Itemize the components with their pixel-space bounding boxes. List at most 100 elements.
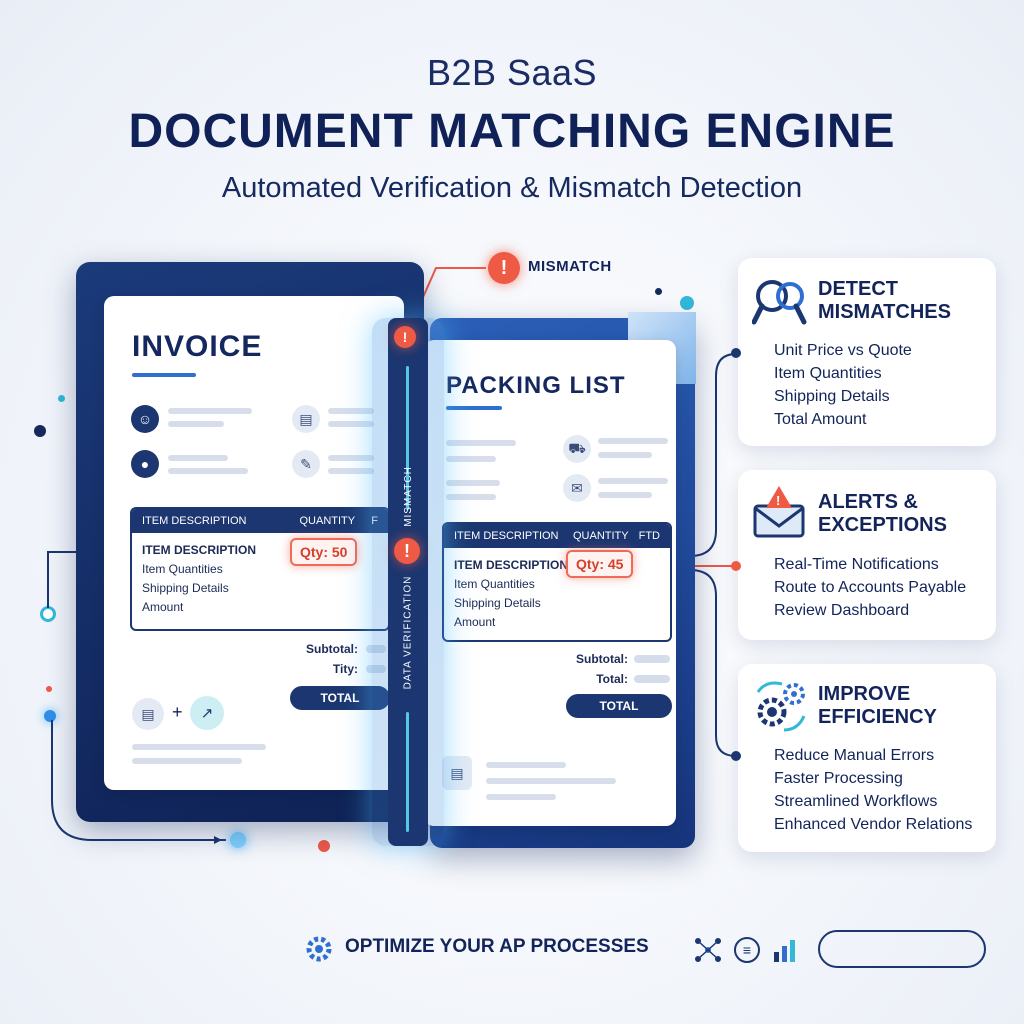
header-tagline: Automated Verification & Mismatch Detect… bbox=[221, 172, 803, 204]
text-line bbox=[598, 492, 652, 498]
bar-chart-icon-svg bbox=[774, 940, 795, 962]
tity-value bbox=[366, 665, 386, 673]
card-title-line: DETECT bbox=[818, 278, 898, 300]
plus-icon: + bbox=[172, 702, 183, 722]
list-item: Real-Time Notifications bbox=[774, 556, 939, 573]
invoice-title: INVOICE bbox=[132, 330, 263, 363]
magnifier-icon-svg bbox=[751, 280, 807, 325]
data-verification-text: DATA VERIFICATION bbox=[402, 575, 414, 689]
text-line bbox=[486, 762, 566, 768]
text-line bbox=[168, 455, 228, 461]
invoice-total: TOTAL bbox=[290, 686, 390, 710]
mismatch-alert-icon: ! bbox=[394, 538, 420, 564]
bar-chart-icon bbox=[772, 936, 800, 964]
table-row: Item Quantities bbox=[454, 577, 535, 591]
text-line bbox=[168, 468, 248, 474]
text-line bbox=[328, 421, 374, 427]
footer-label: OPTIMIZE YOUR AP PROCESSES bbox=[345, 936, 649, 957]
decor-dot bbox=[46, 686, 52, 692]
table-row: Shipping Details bbox=[142, 581, 229, 595]
list-item: Route to Accounts Payable bbox=[774, 579, 967, 596]
list-item: Item Quantities bbox=[774, 365, 882, 382]
col-extra: F bbox=[371, 515, 378, 527]
text-line bbox=[486, 778, 616, 784]
card-title-line: ALERTS & bbox=[818, 491, 918, 513]
decor-dot bbox=[318, 840, 330, 852]
list-item: Reduce Manual Errors bbox=[774, 747, 935, 764]
gears-icon bbox=[752, 678, 810, 734]
card-title-line: MISMATCHES bbox=[818, 301, 951, 323]
col-ftd: FTD bbox=[638, 530, 660, 542]
gear-icon bbox=[304, 934, 334, 964]
invoice-qty-badge: Qty: 50 bbox=[290, 538, 358, 566]
total-value bbox=[634, 675, 670, 683]
list-item: Streamlined Workflows bbox=[774, 793, 938, 810]
gears-icon-svg bbox=[756, 681, 806, 732]
text-line bbox=[168, 408, 252, 414]
total-label: Total: bbox=[596, 672, 628, 686]
document-icon: ▤ bbox=[442, 756, 472, 790]
alert-envelope-icon-svg: ! bbox=[753, 486, 805, 538]
list-item: Total Amount bbox=[774, 411, 867, 428]
gear-icon-svg bbox=[306, 936, 332, 962]
subtotal-value bbox=[634, 655, 670, 663]
text-line bbox=[486, 794, 556, 800]
table-row: Shipping Details bbox=[454, 596, 541, 610]
header-subtitle: B2B SaaS bbox=[426, 52, 598, 93]
card-improve-efficiency bbox=[738, 664, 996, 852]
subtotal-value bbox=[366, 645, 386, 653]
text-line bbox=[328, 408, 374, 414]
text-line bbox=[132, 744, 266, 750]
bullet-list: Reduce Manual Errors Faster Processing S… bbox=[774, 744, 972, 836]
decor-dot bbox=[34, 425, 46, 437]
list-item: Shipping Details bbox=[774, 388, 890, 405]
text-line bbox=[446, 456, 496, 462]
verification-track bbox=[406, 712, 409, 832]
col-item-description: ITEM DESCRIPTION bbox=[454, 530, 559, 542]
envelope-icon: ✉ bbox=[563, 474, 591, 502]
chat-icon: ≡ bbox=[734, 937, 760, 963]
bullet-list: Unit Price vs Quote Item Quantities Ship… bbox=[774, 339, 912, 431]
table-row: Amount bbox=[142, 600, 184, 614]
mismatch-alert-icon: ! bbox=[394, 326, 416, 348]
mismatch-vertical-wrap: MISMATCH bbox=[368, 466, 448, 527]
chart-growth-icon: ↗ bbox=[190, 696, 224, 730]
text-line bbox=[446, 440, 516, 446]
mismatch-vertical-text: MISMATCH bbox=[402, 465, 414, 527]
table-body: ITEM DESCRIPTION Item Quantities Shippin… bbox=[444, 548, 670, 640]
user-icon: ☺ bbox=[131, 405, 159, 433]
connector-dot bbox=[731, 348, 741, 358]
text-line bbox=[446, 480, 500, 486]
title-underline bbox=[446, 406, 502, 410]
card-title: DETECT MISMATCHES bbox=[818, 278, 951, 324]
table-header: ITEM DESCRIPTION QUANTITY FTD bbox=[444, 524, 670, 548]
table-row: ITEM DESCRIPTION bbox=[142, 543, 257, 557]
list-item: Faster Processing bbox=[774, 770, 903, 787]
cta-pill-button[interactable] bbox=[818, 930, 986, 968]
page-title: DOCUMENT MATCHING ENGINE bbox=[128, 105, 896, 158]
list-item: Unit Price vs Quote bbox=[774, 342, 912, 359]
document-icon: ▤ bbox=[132, 698, 164, 730]
decor-dot bbox=[655, 288, 662, 295]
text-line bbox=[598, 438, 668, 444]
connector-dot bbox=[731, 751, 741, 761]
table-row: ITEM DESCRIPTION bbox=[454, 558, 569, 572]
table-header: ITEM DESCRIPTION QUANTITY F bbox=[132, 509, 388, 533]
col-quantity: QUANTITY bbox=[572, 530, 629, 542]
invoice-table: ITEM DESCRIPTION QUANTITY F ITEM DESCRIP… bbox=[130, 507, 390, 631]
card-title-line: EFFICIENCY bbox=[818, 706, 937, 728]
location-pin-icon: ● bbox=[131, 450, 159, 478]
card-title-line: IMPROVE bbox=[818, 683, 911, 705]
network-icon bbox=[694, 936, 722, 964]
verification-track bbox=[406, 366, 409, 510]
text-line bbox=[446, 494, 496, 500]
text-line bbox=[598, 478, 668, 484]
bullet-list: Real-Time Notifications Route to Account… bbox=[774, 553, 966, 622]
alert-envelope-icon: ! bbox=[752, 484, 806, 540]
decor-dot bbox=[680, 296, 694, 310]
decor-dot bbox=[44, 710, 56, 722]
col-quantity: QUANTITY bbox=[299, 515, 356, 527]
truck-icon: ⛟ bbox=[563, 435, 591, 463]
text-line bbox=[328, 455, 374, 461]
card-title: ALERTS & EXCEPTIONS bbox=[818, 491, 947, 537]
